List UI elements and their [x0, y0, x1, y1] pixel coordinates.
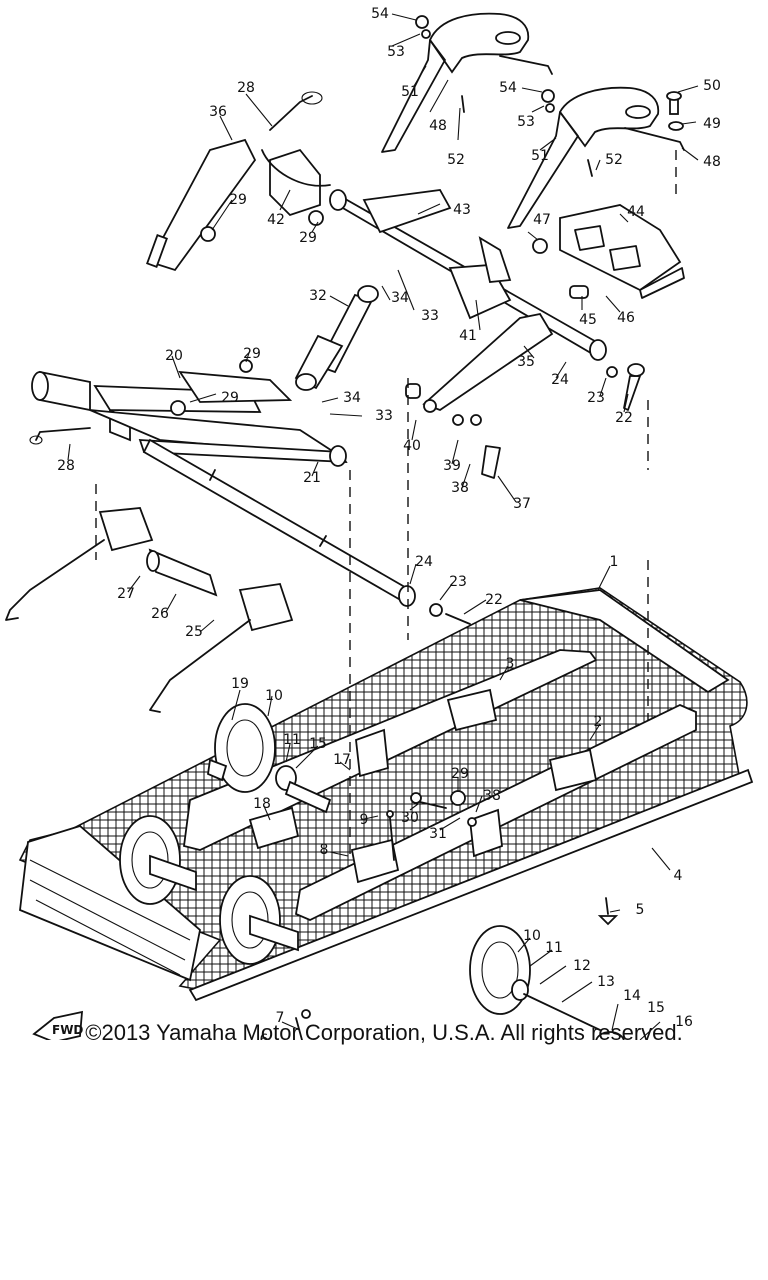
- callout-10-a: 10: [265, 688, 283, 704]
- callout-25: 25: [185, 624, 203, 640]
- callout-54-a: 54: [371, 6, 389, 22]
- callout-52-a: 52: [447, 152, 465, 168]
- callout-15-a: 15: [309, 736, 327, 752]
- callout-15-b: 15: [647, 1000, 665, 1016]
- callout-35: 35: [517, 354, 535, 370]
- callout-4: 4: [674, 868, 683, 884]
- callout-47: 47: [533, 212, 551, 228]
- callout-14: 14: [623, 988, 641, 1004]
- callout-29-c: 29: [243, 346, 261, 362]
- callout-11-b: 11: [545, 940, 563, 956]
- callout-20: 20: [165, 348, 183, 364]
- callout-7: 7: [276, 1010, 285, 1026]
- callout-49: 49: [703, 116, 721, 132]
- callout-44: 44: [627, 204, 645, 220]
- idler-wheel-mid: [219, 875, 299, 965]
- callout-2: 2: [594, 714, 603, 730]
- callout-33-b: 33: [375, 408, 393, 424]
- callout-22-b: 22: [485, 592, 503, 608]
- callout-12: 12: [573, 958, 591, 974]
- alignment-lines: [95, 150, 677, 860]
- callout-51-b: 51: [531, 148, 549, 164]
- callout-leaders: [67, 13, 699, 1040]
- callout-24-b: 24: [415, 554, 433, 570]
- callout-42: 42: [267, 212, 285, 228]
- track-belt: [18, 587, 754, 1002]
- callout-45: 45: [579, 312, 597, 328]
- callout-38-a: 38: [451, 480, 469, 496]
- callout-29-d: 29: [221, 390, 239, 406]
- upper-bracket-left: [381, 12, 553, 153]
- callout-3: 3: [506, 656, 515, 672]
- callout-28-a: 28: [237, 80, 255, 96]
- callout-24-a: 24: [551, 372, 569, 388]
- link-arm-35: [405, 312, 554, 413]
- lower-shaft: [142, 438, 471, 625]
- callout-1: 1: [610, 554, 619, 570]
- callout-53-a: 53: [387, 44, 405, 60]
- callout-26: 26: [151, 606, 169, 622]
- callout-31: 31: [429, 826, 447, 842]
- upper-arm-assembly: [146, 91, 331, 272]
- callout-37: 37: [513, 496, 531, 512]
- callout-6: 6: [260, 1032, 269, 1040]
- callout-48-a: 48: [429, 118, 447, 134]
- front-arm-frame: [29, 359, 348, 467]
- callout-labels: 54 53 51 48 52 54 53 50 49 51 52 48 28 3…: [57, 6, 721, 1040]
- slide-rails: [183, 649, 697, 921]
- callout-48-b: 48: [703, 154, 721, 170]
- hardware-nuts-top: [415, 15, 684, 177]
- callout-13: 13: [597, 974, 615, 990]
- shock-absorber: [294, 285, 379, 391]
- callout-32: 32: [309, 288, 327, 304]
- callout-53-b: 53: [517, 114, 535, 130]
- callout-8: 8: [320, 842, 329, 858]
- callout-11-a: 11: [283, 732, 301, 748]
- callout-30: 30: [401, 810, 419, 826]
- callout-27: 27: [117, 586, 135, 602]
- suspension-exploded-diagram: FWD 54 53 51 48 52 54 53 50 49 51 52 48 …: [5, 6, 754, 1040]
- callout-54-b: 54: [499, 80, 517, 96]
- callout-51-a: 51: [401, 84, 419, 100]
- fwd-label: FWD: [52, 1023, 83, 1037]
- callout-34-b: 34: [343, 390, 361, 406]
- callout-33-a: 33: [421, 308, 439, 324]
- callout-17: 17: [333, 752, 351, 768]
- fwd-direction-marker: FWD: [32, 1010, 83, 1040]
- callout-38-b: 38: [483, 788, 501, 804]
- callout-39: 39: [443, 458, 461, 474]
- callout-9: 9: [360, 812, 369, 828]
- callout-43: 43: [453, 202, 471, 218]
- callout-16: 16: [675, 1014, 693, 1030]
- callout-29-b: 29: [299, 230, 317, 246]
- rear-mount-plate: [532, 204, 685, 299]
- copyright-notice: ©2013 Yamaha Motor Corporation, U.S.A. A…: [85, 1020, 683, 1045]
- idler-wheel-front-upper: [207, 703, 332, 814]
- callout-52-b: 52: [605, 152, 623, 168]
- callout-34-a: 34: [391, 290, 409, 306]
- callout-18: 18: [253, 796, 271, 812]
- callout-28-b: 28: [57, 458, 75, 474]
- callout-21: 21: [303, 470, 321, 486]
- idler-wheel-left: [119, 815, 197, 905]
- callout-29-a: 29: [229, 192, 247, 208]
- callout-19: 19: [231, 676, 249, 692]
- idler-wheel-rear: [469, 925, 625, 1040]
- callout-23-a: 23: [587, 390, 605, 406]
- callout-5: 5: [636, 902, 645, 918]
- callout-46: 46: [617, 310, 635, 326]
- callout-36: 36: [209, 104, 227, 120]
- callout-23-b: 23: [449, 574, 467, 590]
- hardware-bolts: [295, 363, 645, 1040]
- callout-50: 50: [703, 78, 721, 94]
- upper-bracket-right: [507, 86, 685, 229]
- callout-40: 40: [403, 438, 421, 454]
- callout-10-b: 10: [523, 928, 541, 944]
- callout-29-e: 29: [451, 766, 469, 782]
- callout-22-a: 22: [615, 410, 633, 426]
- callout-41: 41: [459, 328, 477, 344]
- torsion-springs: [5, 507, 294, 713]
